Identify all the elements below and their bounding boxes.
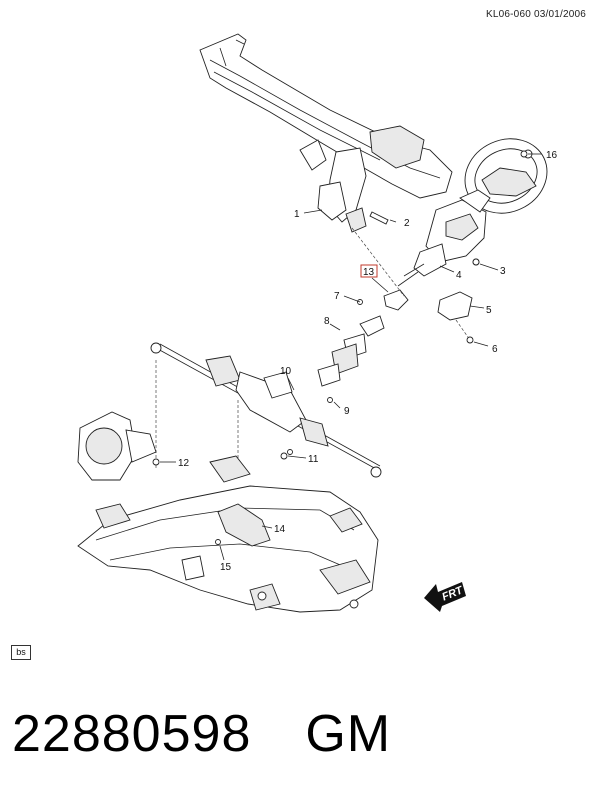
callout-1: 1 (294, 209, 300, 220)
part-number: 22880598 (12, 705, 252, 763)
front-direction-marker: FRT (424, 582, 466, 612)
cross-car-beam (199, 33, 453, 233)
callout-15: 15 (220, 562, 232, 573)
steering-wheel (464, 138, 548, 214)
callout-13: 13 (363, 267, 375, 278)
steering-column (397, 189, 491, 287)
callout-11: 11 (308, 454, 319, 465)
callout-9: 9 (344, 406, 350, 417)
front-frame-cradle (77, 455, 379, 613)
callout-7: 7 (334, 291, 340, 302)
callout-12: 12 (178, 458, 190, 469)
part-number-footer: 22880598 GM (12, 704, 391, 764)
callout-10: 10 (280, 366, 292, 377)
brand-name: GM (305, 705, 392, 763)
exploded-parts-diagram: 1 2 3 4 5 6 7 8 9 10 11 12 13 14 15 16 F… (77, 33, 558, 613)
column-cover (437, 291, 473, 321)
callout-2: 2 (404, 218, 410, 229)
fasteners (152, 150, 528, 466)
bs-badge: bs (11, 645, 31, 660)
callout-3: 3 (500, 266, 506, 277)
callout-13-highlight-box (360, 264, 378, 278)
callout-numbers: 1 2 3 4 5 6 7 8 9 10 11 12 13 14 15 16 (178, 150, 558, 573)
callout-8: 8 (324, 316, 330, 327)
leader-lines (160, 153, 542, 561)
callout-5: 5 (486, 305, 492, 316)
steering-gear-rack (150, 342, 382, 478)
callout-4: 4 (456, 270, 462, 281)
diagram-reference: KL06-060 03/01/2006 (486, 9, 586, 20)
intermediate-shaft (317, 289, 409, 403)
callout-6: 6 (492, 344, 498, 355)
callout-16: 16 (546, 150, 558, 161)
knuckle-brake-assembly (77, 411, 157, 481)
heat-shield (215, 503, 271, 547)
frt-arrow-icon (424, 582, 466, 612)
callout-14: 14 (274, 524, 286, 535)
